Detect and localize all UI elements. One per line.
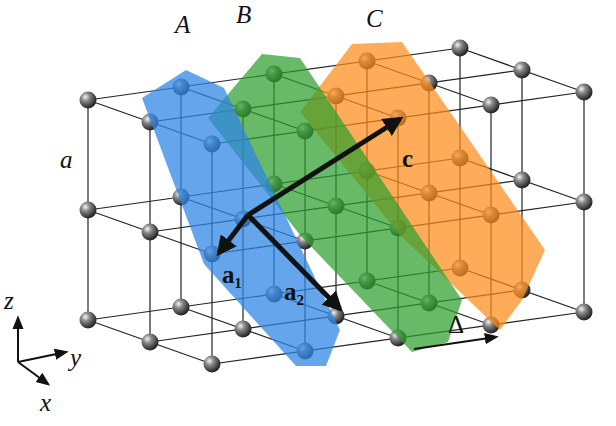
atom: [576, 304, 593, 321]
atom: [80, 202, 97, 219]
atom: [142, 224, 159, 241]
atom: [483, 97, 500, 114]
vector-label: a₁: [222, 262, 242, 287]
lattice-planes: [142, 42, 545, 366]
lattice-vectors: [219, 119, 496, 349]
plane-label: C: [366, 6, 383, 31]
atom: [576, 84, 593, 101]
vector-label: a₂: [284, 279, 304, 304]
atom: [204, 356, 221, 373]
axes-glyph: [18, 318, 66, 384]
axis-label: z: [4, 288, 14, 313]
axis-label: y: [70, 345, 81, 370]
shift-arrow: [414, 337, 496, 349]
atom: [576, 194, 593, 211]
atom: [142, 334, 159, 351]
plane-label: B: [236, 2, 251, 27]
axis-label: x: [40, 390, 51, 415]
lattice-constant: a: [60, 147, 73, 172]
lattice-atoms: [80, 40, 593, 373]
atom: [235, 321, 252, 338]
atom: [452, 40, 469, 57]
plane-a: [142, 70, 340, 366]
atom: [80, 312, 97, 329]
plane-label: A: [175, 12, 190, 37]
x-axis: [18, 362, 48, 384]
vector-label: c: [402, 146, 413, 171]
atom: [80, 92, 97, 109]
atom: [514, 172, 531, 189]
vector-a2: [248, 215, 340, 309]
y-axis: [18, 352, 66, 362]
atom: [514, 62, 531, 79]
vector-a1: [219, 215, 248, 253]
z-axis: [17, 318, 19, 362]
shift-label: Δ: [448, 312, 464, 337]
atom: [173, 299, 190, 316]
vector-c: [248, 119, 400, 215]
